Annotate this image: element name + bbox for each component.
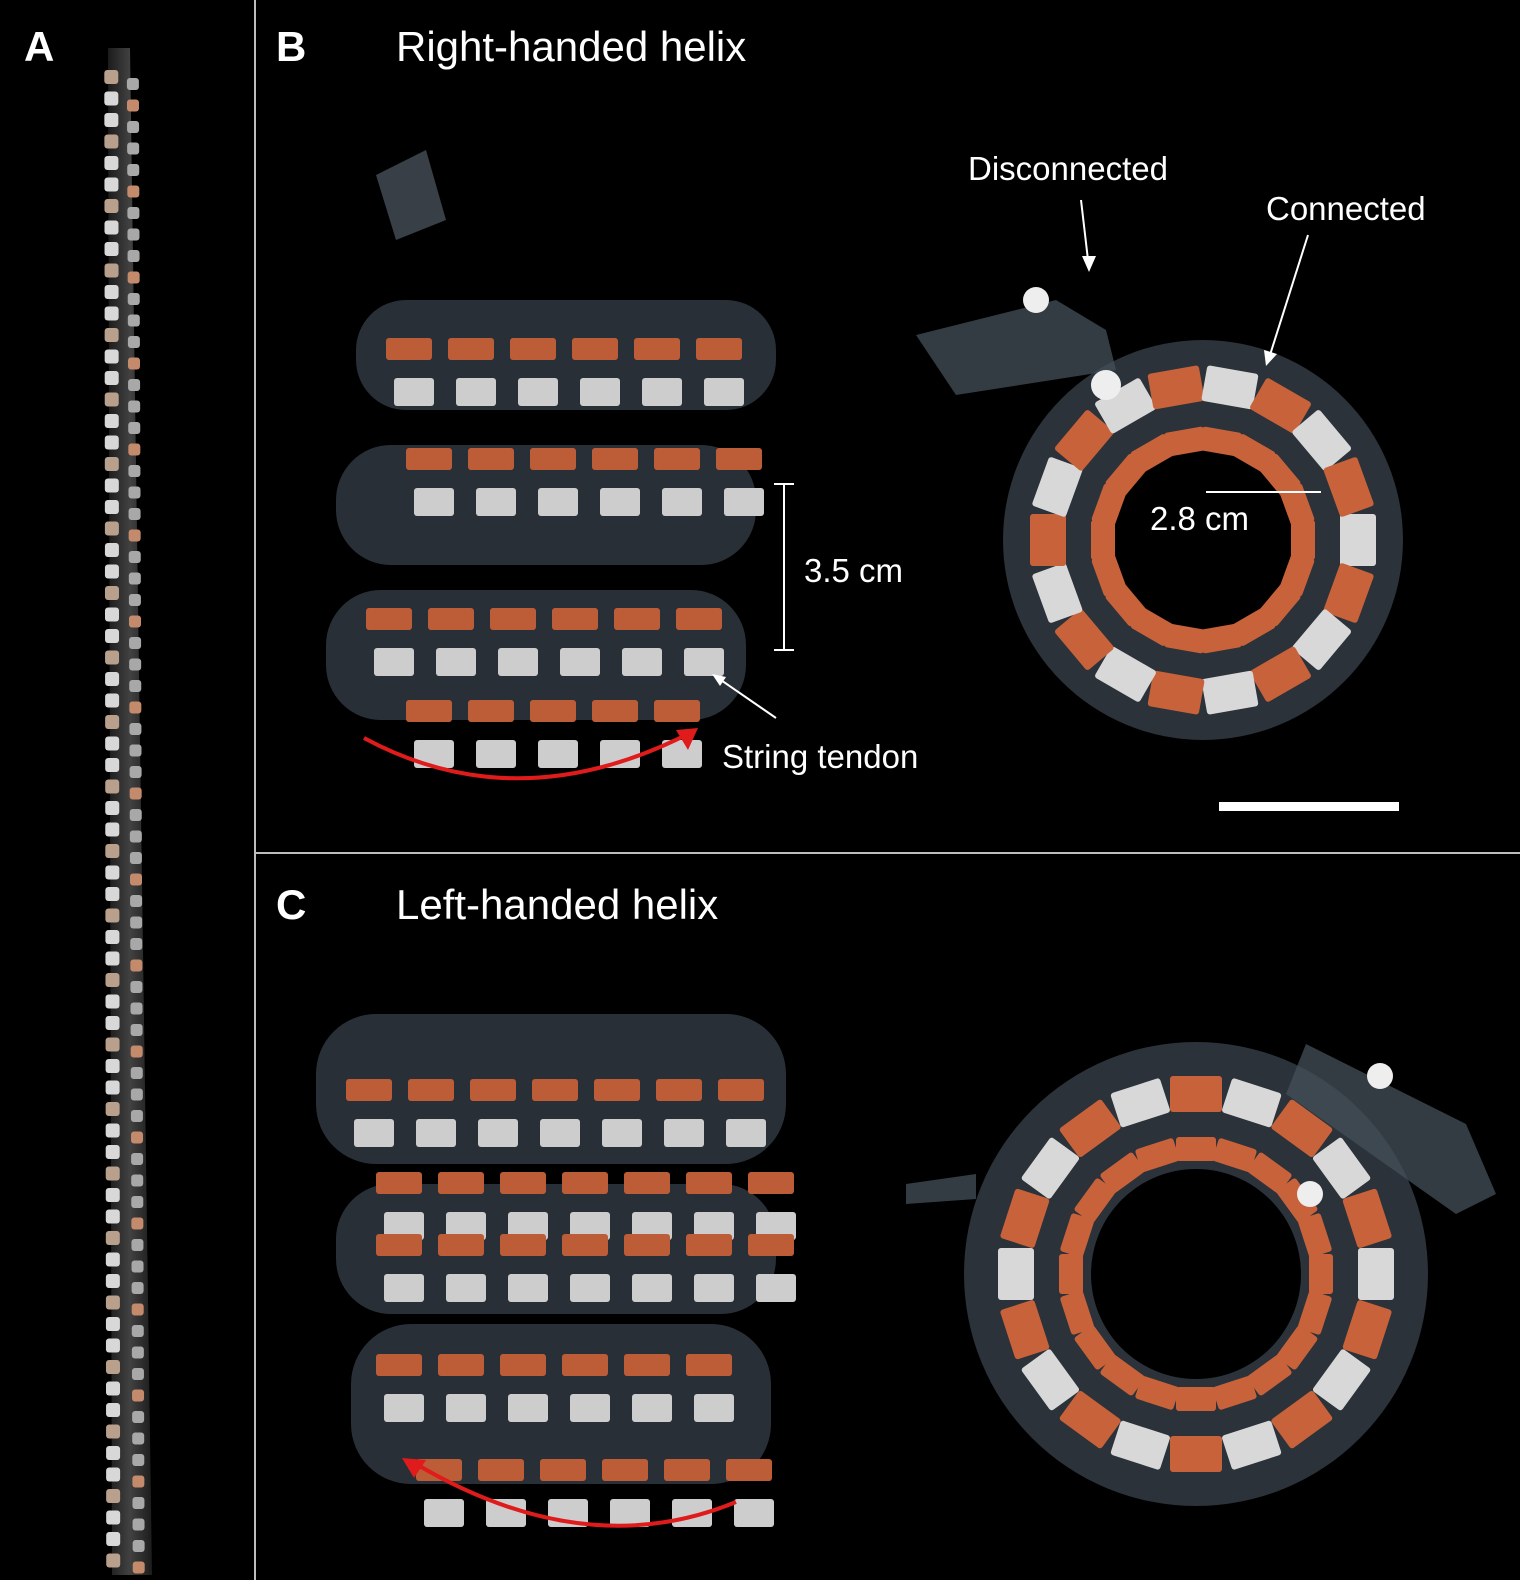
panel-a: A [0,0,254,1580]
disconnected-label: Disconnected [968,150,1168,187]
right-helix-photos [326,150,1403,811]
left-helix-top-view [906,1042,1496,1506]
right-helix-top-view [916,287,1403,740]
panel-c: C Left-handed helix [256,854,1520,1580]
panel-b: B Right-handed helix [256,0,1520,852]
panel-a-letter: A [24,23,55,70]
right-helix-side-view [326,150,776,768]
horizontal-divider [256,852,1520,854]
connected-label: Connected [1266,190,1426,227]
panel-c-letter: C [276,881,307,928]
vertical-divider [254,0,256,1580]
left-helix-side-view [316,1014,796,1527]
panel-b-title: Right-handed helix [396,23,747,70]
panel-c-title: Left-handed helix [396,881,719,928]
left-helix-photos [316,1014,1496,1528]
panel-b-letter: B [276,23,307,70]
height-label: 3.5 cm [804,552,904,589]
diameter-label: 2.8 cm [1150,500,1250,537]
straight-actuator-photo [104,48,152,1575]
string-tendon-label: String tendon [722,738,919,775]
